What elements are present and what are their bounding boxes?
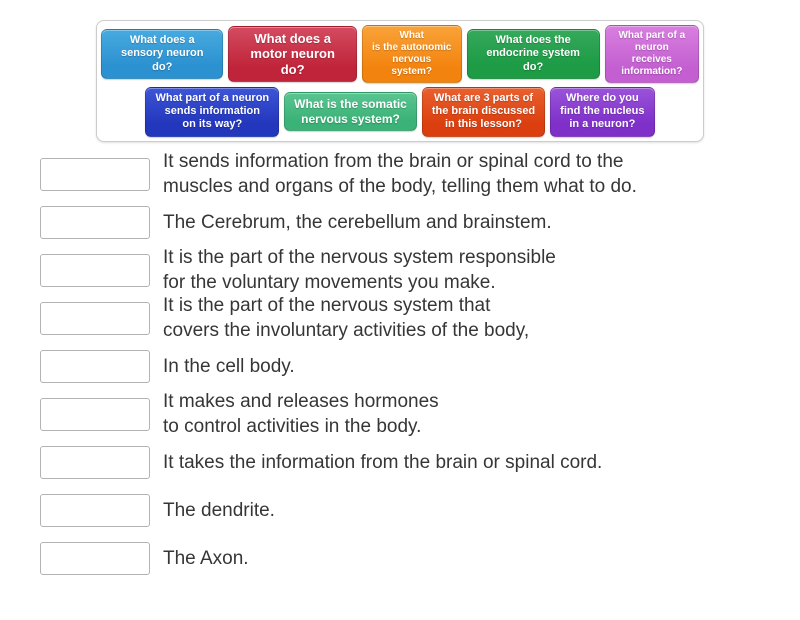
answer-text: In the cell body.: [163, 355, 295, 377]
questions-row-2: What part of a neuron sends information …: [101, 87, 699, 137]
question-tile-endocrine-system[interactable]: What does the endocrine system do?: [466, 29, 600, 79]
questions-panel: What does a sensory neuron do? What does…: [96, 20, 704, 142]
answer-text: It makes and releases hormones to contro…: [163, 391, 439, 438]
answer-text: It is the part of the nervous system res…: [163, 247, 556, 294]
answer-drop-slot[interactable]: [40, 445, 150, 479]
answer-row-2: The Cerebrum, the cerebellum and brainst…: [40, 205, 800, 239]
answer-drop-slot[interactable]: [40, 541, 150, 575]
questions-row-1: What does a sensory neuron do? What does…: [101, 25, 699, 83]
question-tile-neuron-receives-information[interactable]: What part of a neuron receives informati…: [604, 25, 699, 83]
answer-row-7: It takes the information from the brain …: [40, 445, 800, 479]
question-tile-somatic-nervous-system[interactable]: What is the somatic nervous system?: [284, 92, 417, 132]
answer-row-9: The Axon.: [40, 541, 800, 575]
answer-row-3: It is the part of the nervous system res…: [40, 247, 800, 293]
answer-text: It is the part of the nervous system tha…: [163, 295, 530, 342]
question-tile-autonomic-nervous-system[interactable]: What is the autonomic nervous system?: [361, 25, 462, 83]
answer-drop-slot[interactable]: [40, 157, 150, 191]
question-tile-neuron-sends-information[interactable]: What part of a neuron sends information …: [145, 87, 280, 137]
answer-drop-slot[interactable]: [40, 397, 150, 431]
question-tile-brain-parts[interactable]: What are 3 parts of the brain discussed …: [421, 87, 546, 137]
answers-list: It sends information from the brain or s…: [40, 151, 800, 575]
match-up-activity: What does a sensory neuron do? What does…: [0, 20, 800, 575]
answer-text: It sends information from the brain or s…: [163, 151, 637, 198]
answer-text: The Axon.: [163, 547, 249, 569]
question-tile-motor-neuron[interactable]: What does a motor neuron do?: [228, 25, 357, 83]
question-tile-nucleus-location[interactable]: Where do you find the nucleus in a neuro…: [550, 87, 655, 137]
answer-text: The Cerebrum, the cerebellum and brainst…: [163, 211, 552, 233]
question-tile-sensory-neuron[interactable]: What does a sensory neuron do?: [101, 29, 224, 79]
answer-row-5: In the cell body.: [40, 349, 800, 383]
answer-drop-slot[interactable]: [40, 253, 150, 287]
answer-row-4: It is the part of the nervous system tha…: [40, 295, 800, 341]
answer-text: The dendrite.: [163, 499, 275, 521]
answer-drop-slot[interactable]: [40, 301, 150, 335]
answer-row-1: It sends information from the brain or s…: [40, 151, 800, 197]
answer-text: It takes the information from the brain …: [163, 451, 603, 473]
answer-drop-slot[interactable]: [40, 205, 150, 239]
answer-drop-slot[interactable]: [40, 349, 150, 383]
answer-drop-slot[interactable]: [40, 493, 150, 527]
answer-row-8: The dendrite.: [40, 493, 800, 527]
answer-row-6: It makes and releases hormones to contro…: [40, 391, 800, 437]
